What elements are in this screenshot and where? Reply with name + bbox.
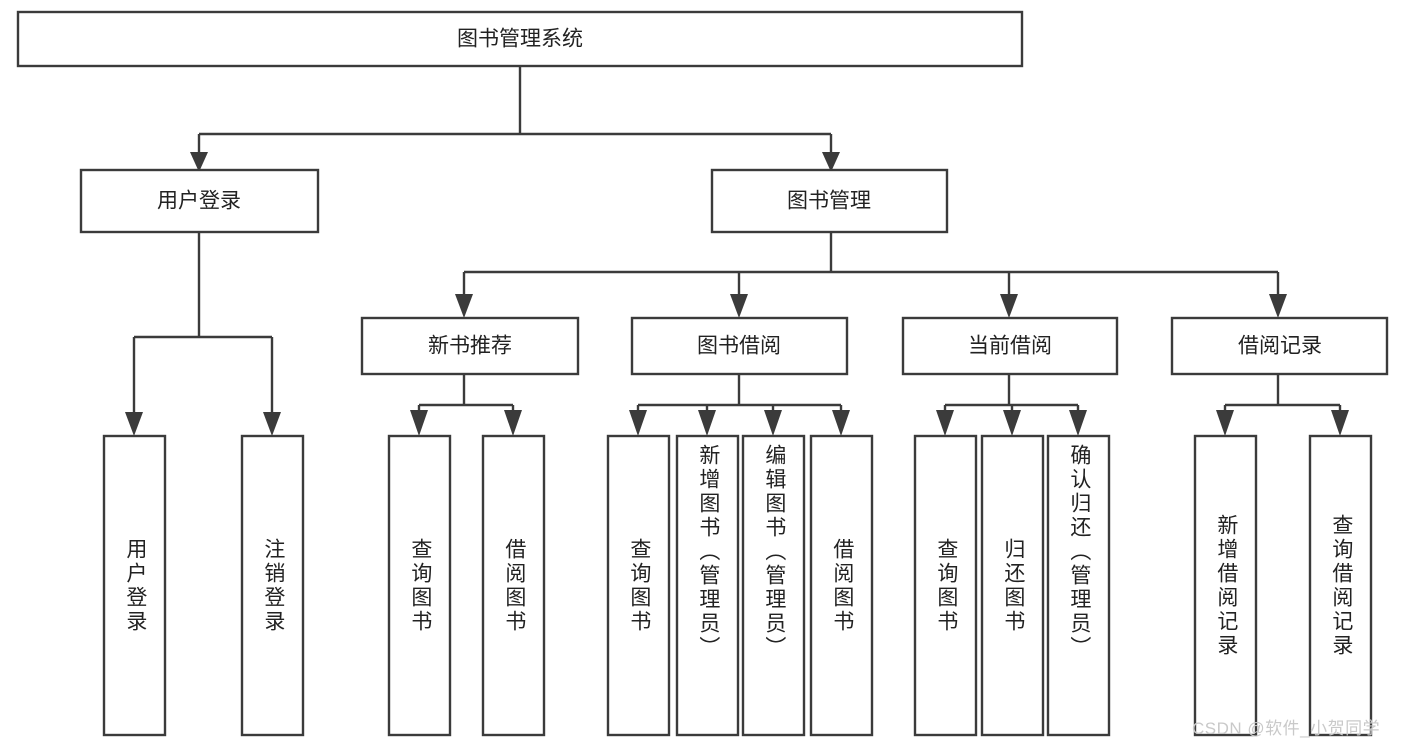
arrow-head-bookborrow-leaf3 (764, 410, 782, 436)
arrow-head-bookborrow-leaf1 (629, 410, 647, 436)
arrow-head-leaf-user-login (125, 412, 143, 436)
connectors-book-borrow-to-leaves (629, 374, 850, 436)
connectors-current-borrow-to-leaves (936, 374, 1087, 436)
node-new-book-recommend[interactable]: 新书推荐 (360, 316, 580, 376)
node-book-borrow-label: 图书借阅 (697, 335, 781, 358)
connectors-book-mgmt-to-level3 (455, 232, 1287, 318)
node-book-borrow[interactable]: 图书借阅 (630, 316, 849, 376)
connectors-user-login-to-leaves (125, 232, 281, 436)
arrow-head-newbook-leaf1 (410, 410, 428, 436)
arrow-head-book-borrow (730, 294, 748, 318)
node-borrow-records-rect[interactable] (1170, 316, 1389, 376)
arrow-head-newbook-leaf2 (504, 410, 522, 436)
leaf-rect-bookborrow-edit[interactable] (741, 434, 806, 737)
arrow-head-currentborrow-leaf3 (1069, 410, 1087, 436)
leaf-rect-user-login[interactable] (102, 434, 167, 737)
node-user-login[interactable]: 用户登录 (79, 168, 320, 234)
node-book-borrow-rect[interactable] (630, 316, 849, 376)
node-book-management-label: 图书管理 (787, 190, 871, 213)
csdn-watermark: CSDN @软件_小贺同学 (1192, 719, 1381, 738)
leaf-rect-bookborrow-borrow[interactable] (809, 434, 874, 737)
node-user-login-label: 用户登录 (157, 190, 241, 213)
node-book-management-rect[interactable] (710, 168, 949, 234)
connectors-borrow-records-to-leaves (1216, 374, 1349, 436)
leaf-rect-currentborrow-query[interactable] (913, 434, 978, 737)
node-root[interactable]: 图书管理系统 (16, 10, 1024, 68)
connectors-new-book-to-leaves (410, 374, 522, 436)
arrow-head-current-borrow (1000, 294, 1018, 318)
arrow-head-new-book (455, 294, 473, 318)
arrow-head-currentborrow-leaf2 (1003, 410, 1021, 436)
arrow-head-currentborrow-leaf1 (936, 410, 954, 436)
node-new-book-recommend-label: 新书推荐 (428, 335, 512, 358)
node-current-borrow-rect[interactable] (901, 316, 1119, 376)
leaf-rect-currentborrow-return[interactable] (980, 434, 1045, 737)
node-root-rect[interactable] (16, 10, 1024, 68)
node-book-management[interactable]: 图书管理 (710, 168, 949, 234)
node-current-borrow[interactable]: 当前借阅 (901, 316, 1119, 376)
node-borrow-records[interactable]: 借阅记录 (1170, 316, 1389, 376)
leaf-rect-records-query[interactable] (1308, 434, 1373, 737)
arrow-head-records-leaf1 (1216, 410, 1234, 436)
arrow-head-records-leaf2 (1331, 410, 1349, 436)
connectors-root-to-level2 (190, 66, 840, 172)
arrow-head-book-mgmt (822, 152, 840, 172)
leaf-rect-logout[interactable] (240, 434, 305, 737)
leaf-rect-bookborrow-add[interactable] (675, 434, 740, 737)
node-user-login-rect[interactable] (79, 168, 320, 234)
node-current-borrow-label: 当前借阅 (968, 335, 1052, 358)
leaf-rect-bookborrow-query[interactable] (606, 434, 671, 737)
node-borrow-records-label: 借阅记录 (1238, 335, 1322, 358)
arrow-head-borrow-records (1269, 294, 1287, 318)
node-root-label: 图书管理系统 (457, 28, 583, 51)
leaf-rect-newbook-borrow[interactable] (481, 434, 546, 737)
leaf-rect-currentborrow-confirm[interactable] (1046, 434, 1111, 737)
arrow-head-bookborrow-leaf4 (832, 410, 850, 436)
arrow-head-user-login (190, 152, 208, 172)
arrow-head-bookborrow-leaf2 (698, 410, 716, 436)
node-new-book-recommend-rect[interactable] (360, 316, 580, 376)
leaf-rect-newbook-query[interactable] (387, 434, 452, 737)
arrow-head-leaf-logout (263, 412, 281, 436)
leaf-rect-records-add[interactable] (1193, 434, 1258, 737)
